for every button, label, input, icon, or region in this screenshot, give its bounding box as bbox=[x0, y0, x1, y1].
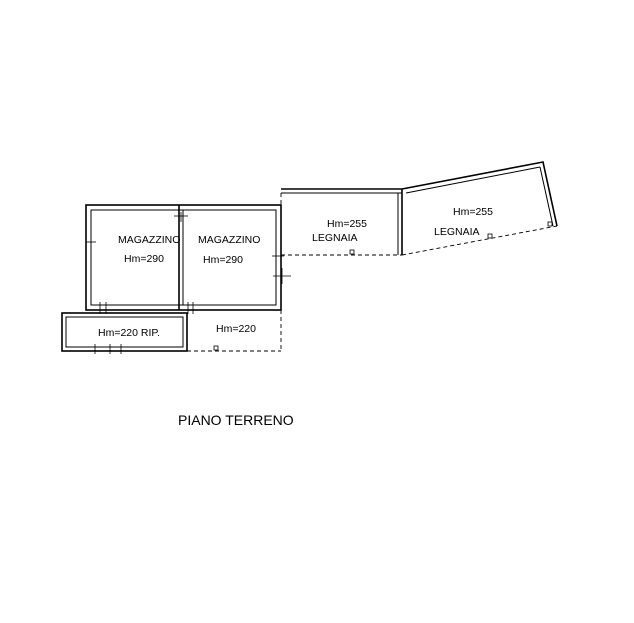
portico-outline bbox=[186, 310, 282, 352]
legnaia-1-walls bbox=[280, 188, 403, 256]
room-height-legnaia-1: Hm=255 bbox=[327, 218, 367, 230]
room-height-legnaia-2: Hm=255 bbox=[453, 206, 493, 218]
room-height-magazzino-2: Hm=290 bbox=[203, 254, 243, 266]
room-height-portico: Hm=220 bbox=[216, 323, 256, 335]
plan-title: PIANO TERRENO bbox=[178, 412, 294, 428]
room-name-magazzino-2: MAGAZZINO bbox=[198, 234, 260, 246]
room-height-magazzino-1: Hm=290 bbox=[124, 253, 164, 265]
legnaia-2-walls bbox=[401, 161, 558, 256]
room-name-legnaia-2: LEGNAIA bbox=[434, 226, 480, 238]
room-name-legnaia-1: LEGNAIA bbox=[312, 232, 358, 244]
magazzino-walls bbox=[85, 204, 291, 314]
room-height-ripostiglio: Hm=220 RIP. bbox=[98, 327, 160, 339]
room-name-magazzino-1: MAGAZZINO bbox=[118, 234, 180, 246]
